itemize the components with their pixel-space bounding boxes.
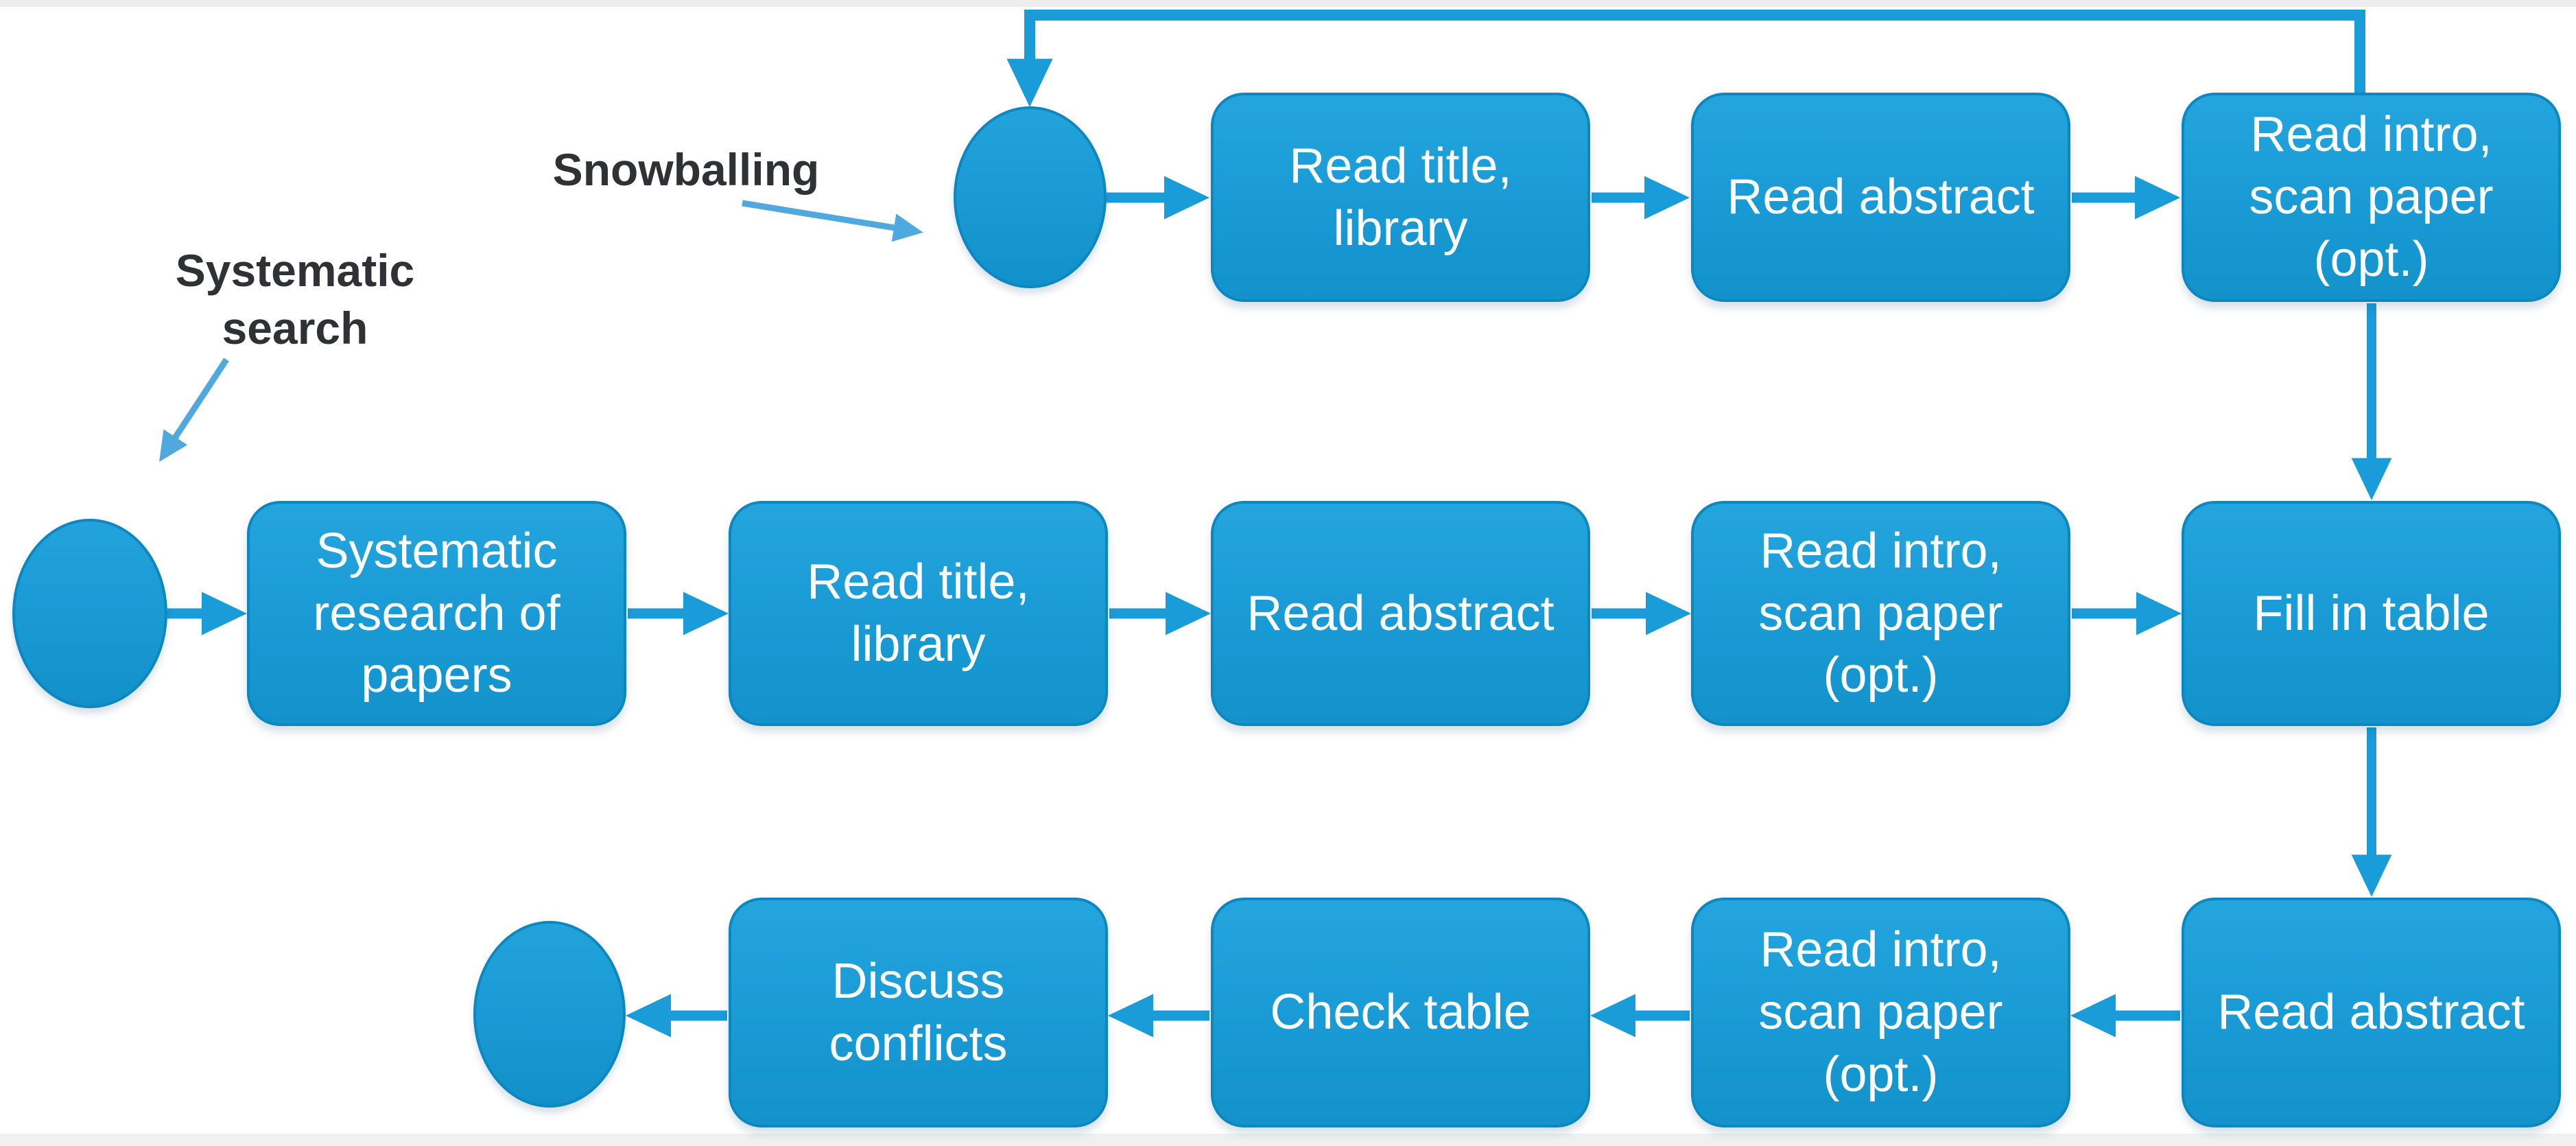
node-sb-read-abstract: Read abstract <box>1691 93 2070 302</box>
node-systematic-research-of-papers: Systematic research of papers <box>247 501 626 726</box>
node-sys-read-abstract: Read abstract <box>1211 501 1590 726</box>
node-rev-read-intro-scan-paper: Read intro, scan paper (opt.) <box>1691 898 2070 1127</box>
end-node <box>473 921 626 1108</box>
node-discuss-conflicts: Discuss conflicts <box>729 898 1108 1127</box>
page-edge-bottom <box>0 1134 2576 1146</box>
page-edge-top <box>0 0 2576 7</box>
systematic-search-label: Systematic search <box>175 245 415 354</box>
node-sb-read-intro-scan-paper: Read intro, scan paper (opt.) <box>2182 93 2561 302</box>
node-sys-read-intro-scan-paper: Read intro, scan paper (opt.) <box>1691 501 2070 726</box>
node-rev-read-abstract: Read abstract <box>2182 898 2561 1127</box>
start-node-systematic-search <box>12 519 167 708</box>
node-sb-read-title-library: Read title, library <box>1211 93 1590 302</box>
snowballing-pointer-arrow <box>742 200 923 242</box>
node-fill-in-table: Fill in table <box>2182 501 2561 726</box>
snowballing-label: Snowballing <box>552 144 820 195</box>
node-check-table: Check table <box>1211 898 1590 1127</box>
start-node-snowballing <box>954 106 1107 288</box>
edge-loop-sb-read-intro-to-sb-start <box>1006 10 2365 107</box>
node-sys-read-title-library: Read title, library <box>729 501 1108 726</box>
systematic-search-pointer-arrow <box>159 358 229 463</box>
